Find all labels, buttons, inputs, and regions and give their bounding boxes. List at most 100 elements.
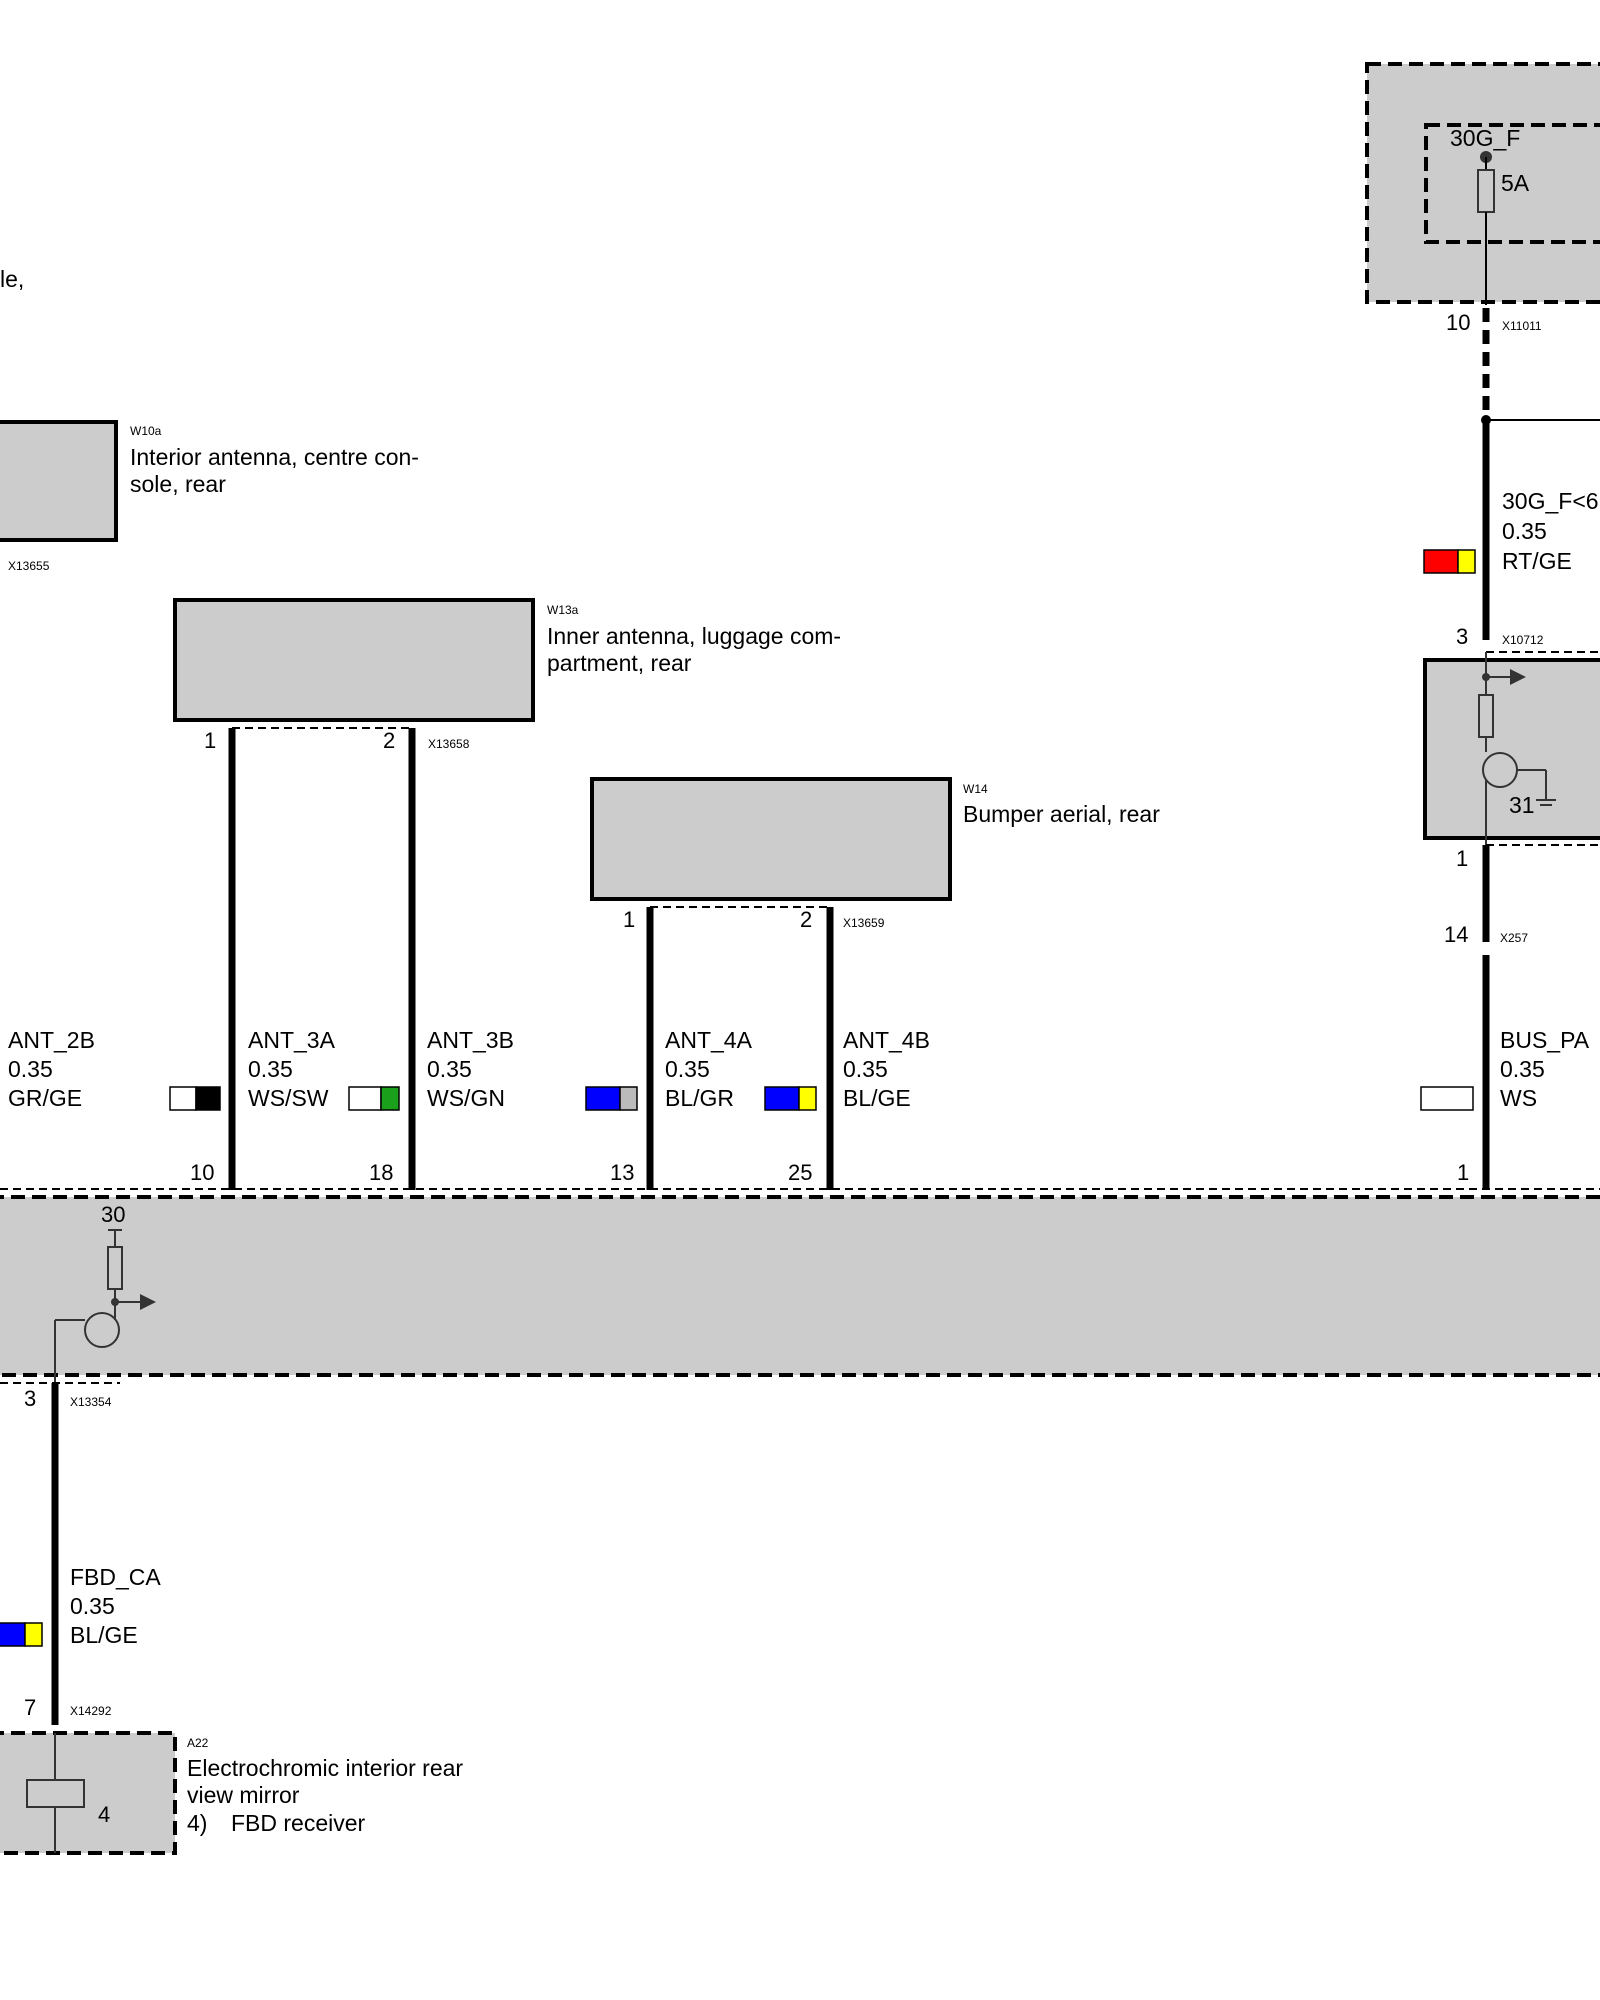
wire-label-fbd-ca: FBD_CA 0.35 BL/GE [70, 1564, 161, 1648]
w10a-ref: W10a [130, 424, 162, 438]
fuse-label: 30G_F [1450, 125, 1520, 151]
w14-ref: W14 [963, 782, 988, 796]
w14-connector: X13659 [843, 916, 885, 930]
x257-pin: 14 [1444, 922, 1468, 947]
ant-4a-size: 0.35 [665, 1056, 710, 1082]
ant-4a-color-swatch-1 [585, 1086, 621, 1111]
relay-pin-top: 3 [1456, 624, 1468, 649]
w13a-pin-right: 2 [383, 728, 395, 753]
ant-4a-pin: 13 [610, 1160, 634, 1185]
ant-4b-size: 0.35 [843, 1056, 888, 1082]
ant-3b-signal: ANT_3B [427, 1027, 514, 1053]
component-w14[interactable]: W14 Bumper aerial, rear 1 2 X13659 [590, 777, 1160, 932]
w14-box[interactable] [590, 777, 952, 901]
g30f-color: RT/GE [1502, 548, 1572, 574]
ant-3a-color: WS/SW [248, 1085, 329, 1111]
relay-connector-top: X10712 [1502, 633, 1544, 647]
control-unit-pin-bottom: 3 [24, 1386, 36, 1411]
g30f-signal: 30G_F<6 [1502, 488, 1599, 514]
relay-box[interactable] [1423, 658, 1600, 840]
output-arrow-icon [1510, 669, 1526, 685]
fbd-ca-color: BL/GE [70, 1622, 138, 1648]
component-w10a[interactable]: W10a Interior antenna, centre con- sole,… [0, 420, 419, 573]
ant-4a-color: BL/GR [665, 1085, 734, 1111]
g30f-color-swatch-2 [1457, 549, 1476, 574]
component-relay-module[interactable]: 3 X10712 31 1 [1423, 624, 1600, 871]
wire-label-ant-4a: ANT_4A 0.35 BL/GR [665, 1027, 753, 1111]
control-unit-output-arrow-icon [140, 1294, 156, 1310]
bus-pa-color-swatch [1420, 1086, 1474, 1111]
ant-2b-color-swatch-2 [195, 1086, 221, 1111]
control-unit-box[interactable] [0, 1195, 1600, 1377]
wire-label-ant-4b: ANT_4B 0.35 BL/GE [843, 1027, 930, 1111]
bus-pa-pin: 1 [1457, 1160, 1469, 1185]
ant-3b-pin: 18 [369, 1160, 393, 1185]
ant-3b-size: 0.35 [427, 1056, 472, 1082]
wire-label-30g-f: 30G_F<6 0.35 RT/GE [1502, 488, 1599, 574]
w13a-box[interactable] [173, 598, 535, 722]
fuse-box-connector: X11011 [1502, 319, 1542, 333]
ant-2b-size: 0.35 [8, 1056, 53, 1082]
component-w13a[interactable]: W13a Inner antenna, luggage com- partmen… [173, 598, 841, 753]
w13a-pin-left: 1 [204, 728, 216, 753]
fuse-holder-outline [1424, 123, 1600, 244]
ant-4a-color-swatch-2 [619, 1086, 638, 1111]
w13a-connector: X13658 [428, 737, 470, 751]
w14-label-line1: Bumper aerial, rear [963, 801, 1160, 827]
w10a-box[interactable] [0, 420, 118, 542]
wire-label-bus-pa: BUS_PA 0.35 WS [1500, 1027, 1590, 1111]
relay-ground-pin: 31 [1509, 792, 1535, 818]
ant-3a-size: 0.35 [248, 1056, 293, 1082]
ant-2b-color-swatch-1 [169, 1086, 197, 1111]
wire-label-ant-2b: ANT_2B 0.35 GR/GE [8, 1027, 95, 1111]
a22-box[interactable] [0, 1731, 177, 1855]
bus-pa-signal: BUS_PA [1500, 1027, 1590, 1053]
ant-3a-pin: 10 [190, 1160, 214, 1185]
x257-connector: X257 [1500, 931, 1528, 945]
w13a-label-line1: Inner antenna, luggage com- [547, 623, 841, 649]
a22-pin: 7 [24, 1695, 36, 1720]
w13a-label-line2: partment, rear [547, 650, 692, 676]
component-control-unit[interactable]: 30 3 X13354 [0, 1188, 1600, 1411]
control-unit-transistor-icon [84, 1312, 120, 1348]
ant-3a-signal: ANT_3A [248, 1027, 336, 1053]
g30f-size: 0.35 [1502, 518, 1547, 544]
g30f-color-swatch-1 [1423, 549, 1459, 574]
w10a-connector: X13655 [8, 559, 50, 573]
fuse-rating: 5A [1501, 170, 1530, 196]
a22-connector: X14292 [70, 1704, 112, 1718]
ant-4a-signal: ANT_4A [665, 1027, 753, 1053]
a22-ref: A22 [187, 1736, 209, 1750]
ant-4b-color-swatch-1 [764, 1086, 800, 1111]
a22-label-line1: Electrochromic interior rear [187, 1755, 463, 1781]
fbd-ca-size: 0.35 [70, 1593, 115, 1619]
component-a22[interactable]: 7 X14292 4 A22 Electrochromic interior r… [0, 1695, 463, 1855]
control-unit-connector-bottom: X13354 [70, 1395, 112, 1409]
w13a-ref: W13a [547, 603, 579, 617]
a22-inner-label: 4 [98, 1802, 110, 1827]
ant-3b-color: WS/GN [427, 1085, 505, 1111]
ant-4b-pin: 25 [788, 1160, 812, 1185]
ant-4b-color: BL/GE [843, 1085, 911, 1111]
relay-pin-bottom: 1 [1456, 846, 1468, 871]
fbd-ca-color-swatch-1 [0, 1622, 26, 1647]
w10a-label-line2: sole, rear [130, 471, 226, 497]
w10a-label-line1: Interior antenna, centre con- [130, 444, 419, 470]
a22-label-line2: view mirror [187, 1782, 300, 1808]
a22-note-text: FBD receiver [231, 1810, 366, 1836]
a22-note-number: 4) [187, 1810, 207, 1836]
wire-label-ant-3a: ANT_3A 0.35 WS/SW [248, 1027, 336, 1111]
control-unit-supply-pin: 30 [101, 1202, 125, 1227]
bus-pa-size: 0.35 [1500, 1056, 1545, 1082]
ant-2b-color: GR/GE [8, 1085, 82, 1111]
fuse-box-outline[interactable] [1365, 62, 1600, 304]
ant-2b-signal: ANT_2B [8, 1027, 95, 1053]
wire-label-ant-3b: ANT_3B 0.35 WS/GN [427, 1027, 514, 1111]
component-fuse-box[interactable]: 30G_F 5A 10 X11011 [1365, 62, 1600, 335]
w14-pin-left: 1 [623, 907, 635, 932]
ant-3b-color-swatch-2 [380, 1086, 400, 1111]
ant-4b-color-swatch-2 [798, 1086, 817, 1111]
bus-pa-color: WS [1500, 1085, 1537, 1111]
fbd-ca-color-swatch-2 [24, 1622, 43, 1647]
